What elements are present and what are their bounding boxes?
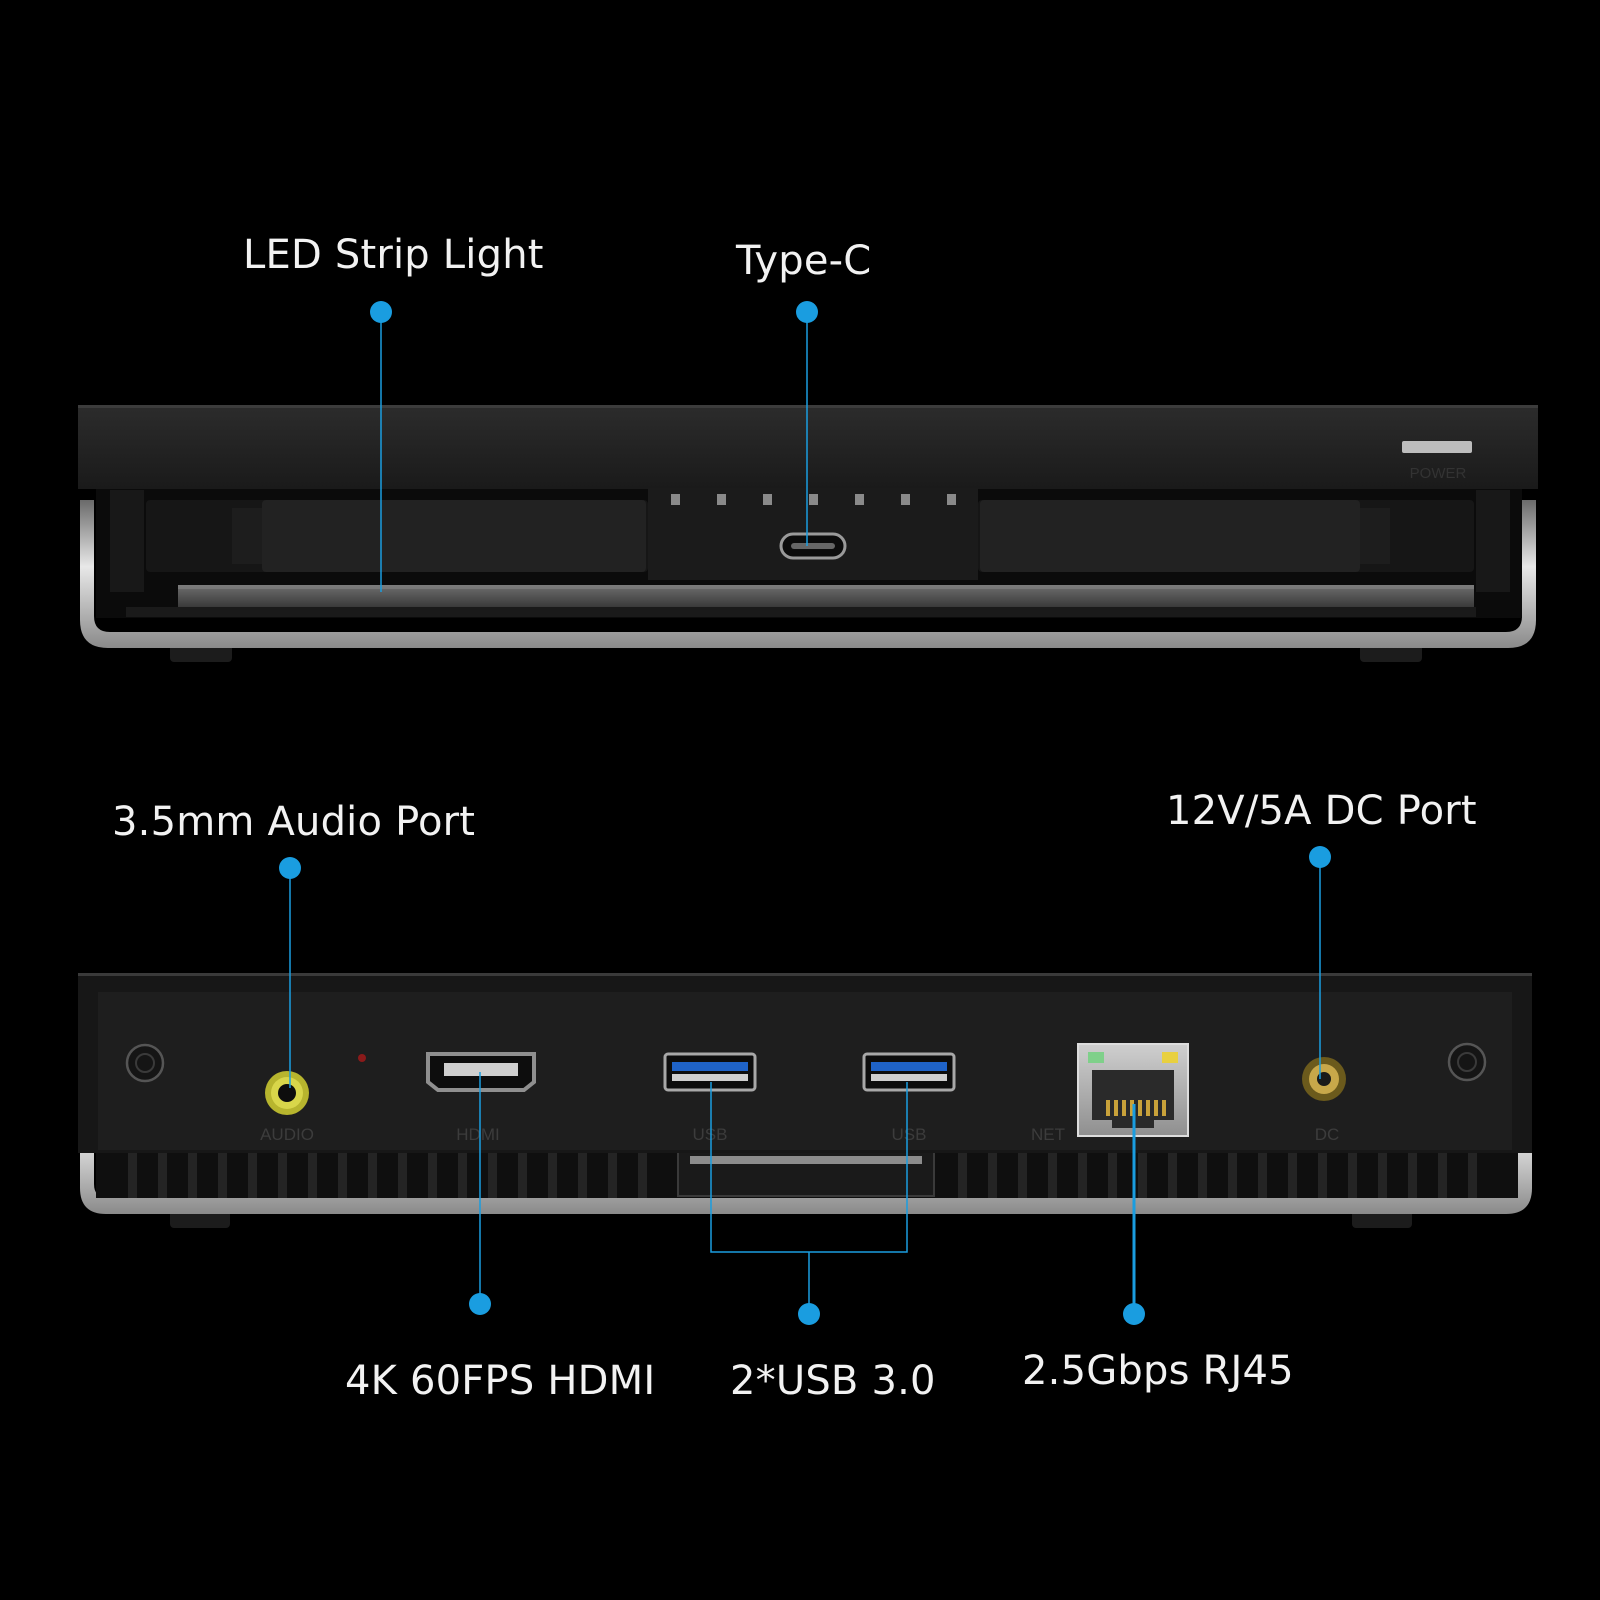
- audio-marker-dot: [279, 857, 301, 879]
- front-callouts: [370, 301, 818, 592]
- type-c-callout-label: Type-C: [736, 238, 872, 284]
- drive-tray-left: [262, 500, 646, 572]
- front-bracket-left: [110, 490, 144, 592]
- power-button-label: POWER: [1410, 465, 1467, 482]
- audio-jack-icon: [265, 1071, 309, 1115]
- usb-port-1-label: USB: [693, 1125, 728, 1144]
- hdmi-port-icon: [426, 1052, 536, 1092]
- audio-port-label: AUDIO: [260, 1125, 314, 1144]
- dc-callout-label: 12V/5A DC Port: [1166, 788, 1477, 834]
- hdmi-marker-dot: [469, 1293, 491, 1315]
- rear-panel: AUDIO HDMI USB USB: [78, 973, 1532, 1228]
- dc-port-label: DC: [1315, 1125, 1340, 1144]
- front-top-cover-highlight: [78, 405, 1538, 408]
- usb-port-2-icon: [862, 1052, 956, 1092]
- hdmi-callout-label: 4K 60FPS HDMI: [345, 1358, 656, 1404]
- rj45-marker-dot: [1123, 1303, 1145, 1325]
- usb-port-2-label: USB: [892, 1125, 927, 1144]
- rear-panel-top-highlight: [78, 973, 1532, 976]
- ethernet-port-icon: [1077, 1043, 1189, 1137]
- drive-tray-left-tab: [232, 508, 262, 564]
- type-c-port: [779, 532, 847, 560]
- screw-right-icon: [1447, 1042, 1487, 1082]
- led-strip-marker-dot: [370, 301, 392, 323]
- drive-tray-right: [980, 500, 1360, 572]
- hdmi-port-label: HDMI: [456, 1125, 499, 1144]
- rear-panel-inset: [98, 992, 1512, 1150]
- front-top-cover: [78, 405, 1538, 489]
- dc-jack-icon: [1302, 1057, 1346, 1101]
- front-silver-frame: [80, 500, 1536, 648]
- usb-callout-label: 2*USB 3.0: [730, 1358, 936, 1404]
- rear-callouts: [279, 846, 1331, 1325]
- net-port-label: NET: [1031, 1125, 1065, 1144]
- front-panel: POWER: [78, 405, 1538, 662]
- led-strip-callout-label: LED Strip Light: [243, 232, 544, 278]
- dc-marker-dot: [1309, 846, 1331, 868]
- status-led: [358, 1054, 366, 1062]
- rj45-callout-label: 2.5Gbps RJ45: [1022, 1348, 1294, 1394]
- front-bracket-right: [1476, 490, 1510, 592]
- rear-silver-frame: [80, 1072, 1532, 1214]
- heatsink-fins: [128, 1152, 1477, 1198]
- usb-marker-dot: [798, 1303, 820, 1325]
- audio-callout-label: 3.5mm Audio Port: [112, 799, 476, 845]
- power-button[interactable]: [1402, 441, 1472, 453]
- type-c-marker-dot: [796, 301, 818, 323]
- led-strip-shine: [178, 585, 1474, 589]
- usb-port-1-icon: [663, 1052, 757, 1092]
- screw-left-icon: [125, 1043, 165, 1083]
- vent-slots: [671, 494, 956, 505]
- led-strip: [178, 585, 1474, 607]
- expansion-slot-opening: [690, 1156, 922, 1164]
- front-bottom-lip: [126, 607, 1476, 617]
- drive-tray-right-tab: [1360, 508, 1390, 564]
